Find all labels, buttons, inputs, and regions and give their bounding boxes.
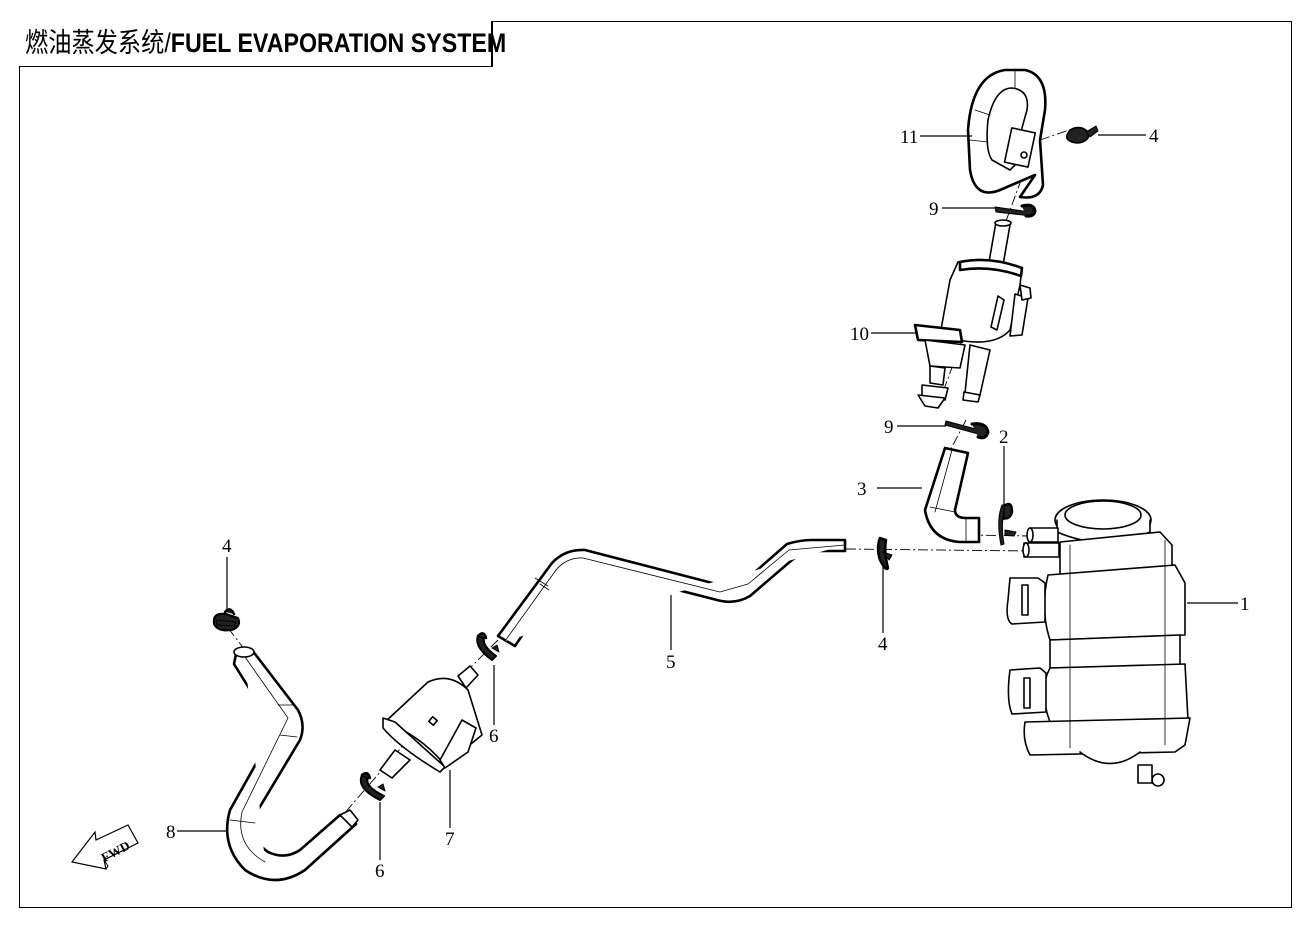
- callout-6-upper: 6: [489, 726, 499, 747]
- part-9-clip-upper[interactable]: [994, 203, 1037, 218]
- part-8-s-bend-hose[interactable]: [225, 646, 359, 882]
- callout-3: 3: [857, 479, 867, 500]
- callout-9-lower: 9: [884, 417, 894, 438]
- callout-4-middle: 4: [878, 634, 888, 655]
- callout-11: 11: [900, 127, 918, 148]
- part-5-long-hose[interactable]: [496, 538, 847, 648]
- title-cn: 燃油蒸发系统: [25, 28, 165, 58]
- callout-4-left: 4: [222, 536, 232, 557]
- callout-7: 7: [445, 829, 455, 850]
- callout-1: 1: [1240, 594, 1250, 615]
- callout-4-top: 4: [1149, 126, 1159, 147]
- callout-labels: 1 2 3 4 4 4 5 6 6 7 8 9 9 10 11: [166, 126, 1250, 882]
- part-4-clamp-middle[interactable]: [876, 536, 893, 571]
- callout-6-lower: 6: [375, 861, 385, 882]
- fwd-direction-arrow: FWD: [70, 824, 139, 870]
- part-10-purge-valve[interactable]: [913, 219, 1032, 409]
- callout-10: 10: [850, 324, 869, 345]
- part-1-carbon-canister[interactable]: [1006, 499, 1191, 787]
- part-9-clip-lower[interactable]: [944, 420, 990, 440]
- part-4-clamp-top[interactable]: [1065, 125, 1099, 144]
- title-en: FUEL EVAPORATION SYSTEM: [170, 28, 507, 58]
- callout-5: 5: [666, 652, 676, 673]
- page-title: 燃油蒸发系统/FUEL EVAPORATION SYSTEM: [25, 27, 506, 59]
- part-2-clip[interactable]: [998, 502, 1017, 546]
- part-7-inline-filter[interactable]: [379, 665, 483, 779]
- callout-9-upper: 9: [929, 199, 939, 220]
- part-11-u-bend-hose[interactable]: [966, 68, 1047, 199]
- drawing-frame: [19, 21, 1292, 908]
- part-6-clip-upper[interactable]: [476, 632, 500, 661]
- callout-2: 2: [999, 427, 1009, 448]
- part-6-clip-lower[interactable]: [359, 771, 386, 801]
- callout-8: 8: [166, 822, 176, 843]
- leader-lines: [177, 134, 1238, 860]
- part-4-clamp-left[interactable]: [212, 608, 241, 632]
- part-3-elbow-hose[interactable]: [923, 446, 981, 544]
- title-block: 燃油蒸发系统/FUEL EVAPORATION SYSTEM: [19, 21, 506, 67]
- title-separator: /: [164, 28, 171, 58]
